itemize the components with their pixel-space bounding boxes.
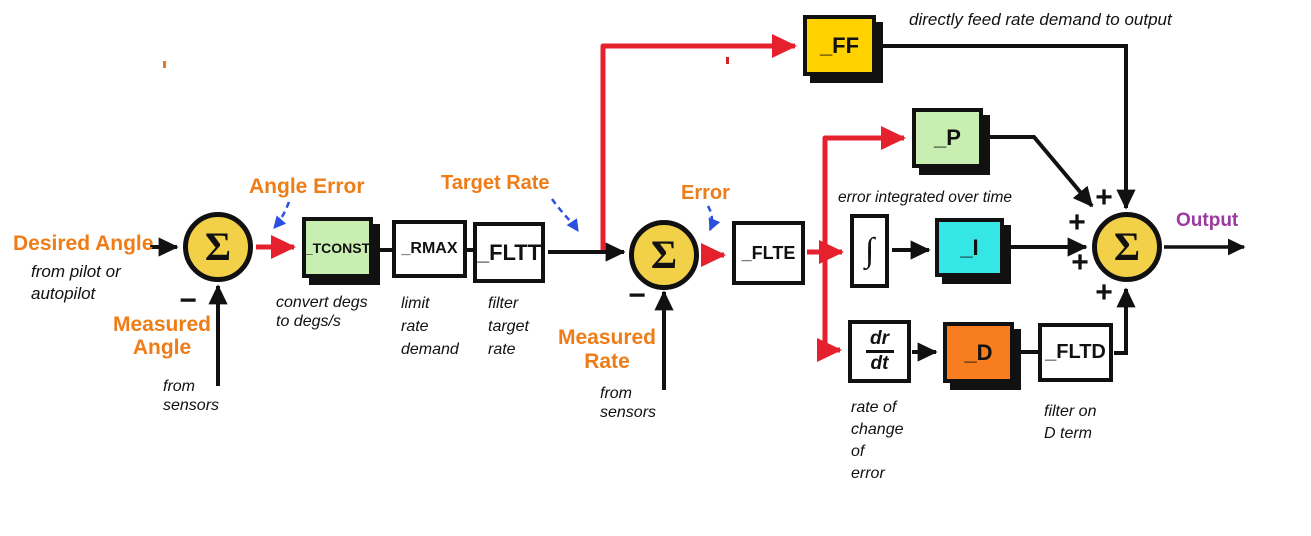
block-ff: _FF <box>803 15 876 76</box>
block-p: _P <box>912 108 983 168</box>
block-tconst: _TCONST <box>302 217 373 278</box>
drdt-numerator: dr <box>870 328 889 349</box>
arrow-error-pointer <box>706 205 721 232</box>
sigma-symbol: Σ <box>650 232 678 277</box>
sum-junction-output: Σ <box>1092 212 1162 282</box>
black-connectors <box>150 44 1246 390</box>
label-desired-angle: Desired Angle <box>13 232 154 255</box>
sum-junction-rate: Σ <box>629 220 699 290</box>
label-target-rate: Target Rate <box>441 172 550 194</box>
block-d: _D <box>943 322 1014 383</box>
plus-sign-i: + <box>1071 246 1089 279</box>
block-fltt: _FLTT <box>473 222 545 283</box>
arrow-error-to-p <box>822 125 907 252</box>
caption-integrator: error integrated over time <box>838 189 1013 206</box>
stray-mark <box>163 61 166 68</box>
block-integrator: ∫ <box>850 214 889 288</box>
label-measured-angle: Measured Angle <box>112 313 212 359</box>
arrow-ff-to-sum3 <box>877 44 1136 210</box>
minus-sign-sum1: − <box>179 284 197 317</box>
arrow-error-to-drdt <box>817 252 843 362</box>
arrow-p-to-sum3 <box>984 135 1094 208</box>
caption-ff: directly feed rate demand to output <box>909 10 1172 29</box>
label-measured-rate: Measured Rate <box>557 326 657 373</box>
arrow-fltd-to-sum3 <box>1114 287 1136 355</box>
block-i: _I <box>935 218 1004 277</box>
arrow-targetrate-to-ff <box>600 33 798 250</box>
caption-fltd: filter on D term <box>1044 403 1097 442</box>
caption-fltt: filter target rate <box>488 295 529 358</box>
block-fltd: _FLTD <box>1038 323 1113 382</box>
drdt-denominator: dt <box>870 353 889 374</box>
caption-from-sensors-angle: from sensors <box>163 378 220 414</box>
minus-sign-sum2: − <box>628 279 646 312</box>
integral-icon: ∫ <box>864 232 875 269</box>
plus-sign-d: + <box>1095 276 1113 309</box>
stray-mark <box>726 57 729 64</box>
block-flte: _FLTE <box>732 221 805 285</box>
caption-from-sensors-rate: from sensors <box>600 385 657 421</box>
caption-drdt: rate of change of error <box>851 399 904 482</box>
block-drdt: dr dt <box>848 320 911 383</box>
plus-sign-p: + <box>1068 206 1086 239</box>
label-output: Output <box>1176 210 1239 231</box>
label-error: Error <box>681 182 730 204</box>
arrow-angle-error-pointer <box>273 201 291 229</box>
plus-sign-ff: + <box>1095 181 1113 214</box>
sigma-symbol: Σ <box>1113 224 1141 269</box>
sum-junction-angle: Σ <box>183 212 253 282</box>
caption-tconst: convert degs to degs/s <box>276 294 368 330</box>
drdt-fraction: dr dt <box>865 328 894 374</box>
sigma-symbol: Σ <box>204 224 232 269</box>
red-connectors <box>256 33 907 362</box>
blue-annotation-arrows <box>273 198 721 233</box>
arrow-target-rate-pointer <box>550 198 580 233</box>
caption-rmax: limit rate demand <box>401 295 459 358</box>
block-rmax: _RMAX <box>392 220 467 278</box>
caption-from-pilot: from pilot or autopilot <box>31 262 121 303</box>
fraction-bar <box>865 350 894 353</box>
label-angle-error: Angle Error <box>249 175 365 198</box>
